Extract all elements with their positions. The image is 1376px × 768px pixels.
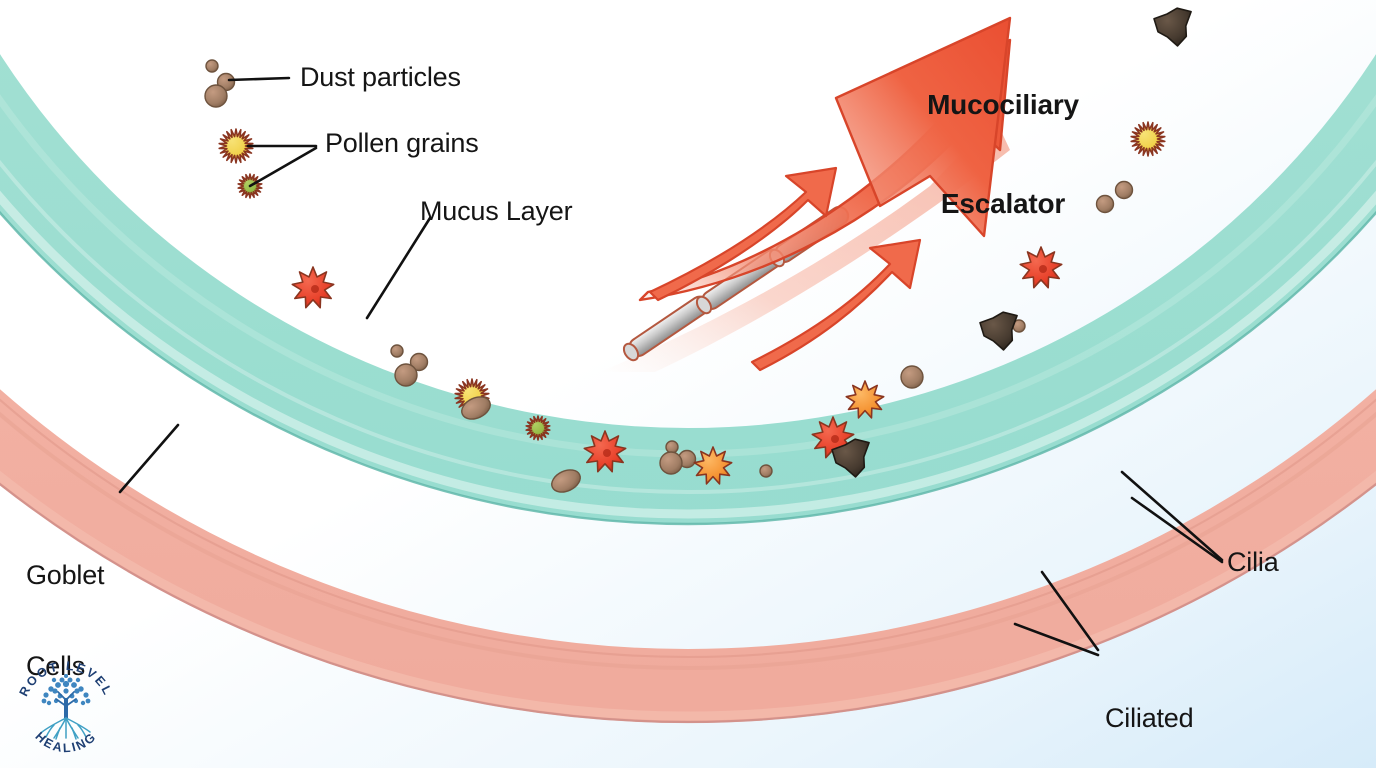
debris-particle [551, 469, 581, 493]
soot-particle [1153, 7, 1192, 47]
dust-particle [665, 440, 679, 454]
label-goblet-cells: Goblet Cells [26, 560, 105, 682]
leader-lines [118, 76, 1224, 657]
logo-tree-trunk [64, 698, 68, 718]
leader-dust [227, 76, 291, 82]
logo-mark: ROOT LEVEL HEALING [17, 659, 114, 755]
virus-particle-orange [693, 446, 733, 485]
dust-particle [1095, 194, 1115, 214]
dust-particle [409, 352, 429, 372]
logo-tree-canopy [41, 674, 91, 706]
mucociliary-escalator-arrow [600, 16, 1012, 372]
dust-particle [394, 363, 418, 387]
dust-particle [659, 451, 683, 475]
dust-particle [205, 59, 219, 73]
debris-particle [461, 396, 491, 420]
soot-particle [831, 438, 870, 478]
label-pollen-grains: Pollen grains [325, 128, 479, 158]
label-dust-particles: Dust particles [300, 62, 461, 92]
virus-particle-orange [845, 380, 885, 419]
leader-ciliated-b [1013, 622, 1100, 657]
leader-cilia-b [1130, 496, 1224, 564]
dust-particle [759, 464, 773, 478]
label-mucus-layer: Mucus Layer [420, 196, 573, 226]
dust-particle [390, 344, 404, 358]
page-title: Mucociliary Escalator [927, 89, 1079, 220]
dust-particle [1114, 180, 1134, 200]
leader-ciliated-a [1040, 570, 1100, 652]
trapped-particles [204, 7, 1192, 493]
label-cilia: Cilia [1227, 547, 1279, 577]
leader-goblet [118, 423, 180, 494]
label-ciliated-epithelial-cells: Ciliated Epithelial Cells [1105, 703, 1194, 734]
logo-tree-roots [41, 717, 91, 740]
dust-particle [900, 365, 924, 389]
pollen-grain-green [525, 415, 551, 441]
dust-particle [204, 84, 228, 108]
escalator-thin-arrow-lower [750, 238, 922, 372]
leader-mucus [365, 216, 432, 320]
escalator-thin-arrow-upper [648, 166, 838, 302]
pollen-grain-yellow [218, 128, 254, 164]
root-level-healing-logo: ROOT LEVEL HEALING [10, 656, 122, 760]
leader-pollen-b [248, 146, 318, 188]
soot-particle [979, 311, 1018, 351]
leader-cilia-a [1120, 470, 1224, 562]
pollen-grain-yellow [1130, 121, 1166, 157]
